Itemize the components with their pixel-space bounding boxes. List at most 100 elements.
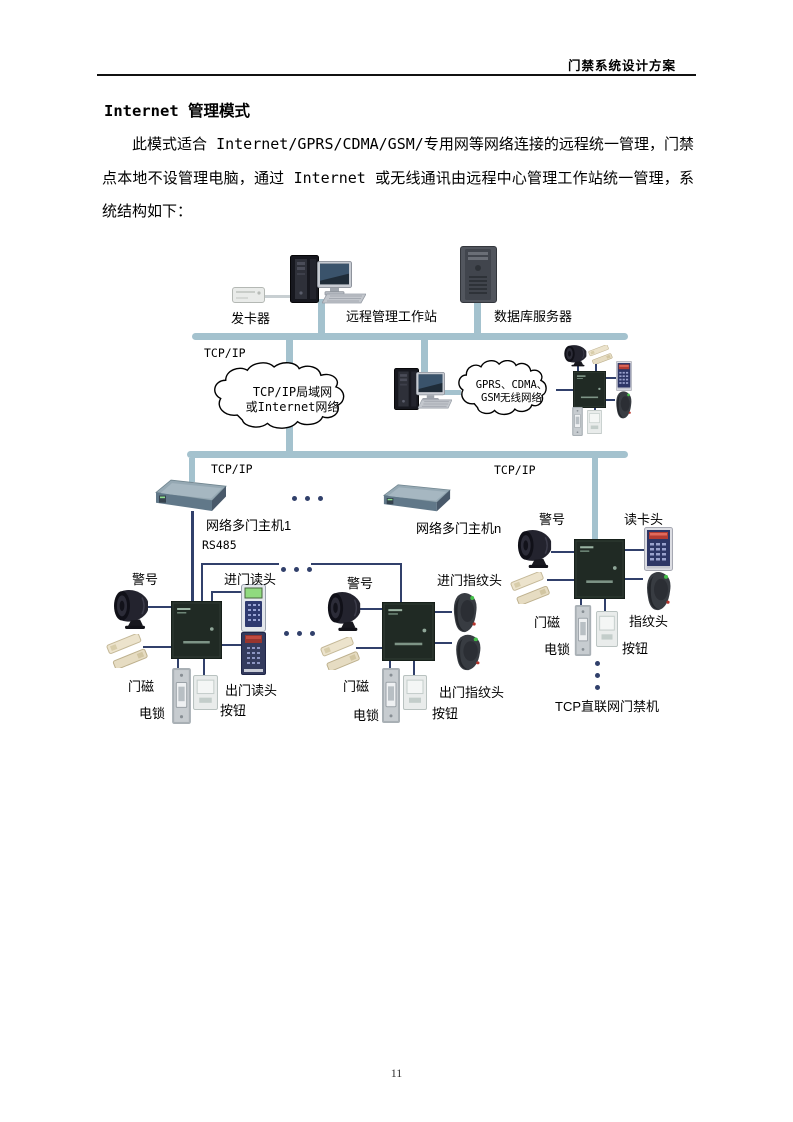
exit-button-image	[403, 675, 427, 710]
pc-to-cloud-line	[442, 390, 461, 395]
connector-line	[222, 644, 242, 646]
cloud-label: GSM无线网络	[481, 392, 542, 404]
label-entry-reader: 进门读头	[224, 572, 277, 587]
label-door-magnet: 门磁	[128, 679, 155, 694]
connector-line	[625, 578, 643, 580]
connector-line	[604, 399, 615, 401]
label-entry-fingerprint: 进门指纹头	[437, 573, 503, 588]
fingerprint-reader-image	[613, 390, 633, 419]
label-card-issuer: 发卡器	[231, 311, 271, 326]
ellipsis-dots	[281, 559, 320, 577]
connector-line	[201, 563, 279, 565]
connector-line	[625, 549, 645, 551]
label-button: 按钮	[220, 703, 247, 718]
connector-line	[211, 591, 242, 593]
label-alarm: 警号	[539, 512, 566, 527]
doc-title: 门禁系统设计方案	[567, 59, 676, 73]
label-tcp-direct-controller: TCP直联网门禁机	[555, 699, 660, 714]
fingerprint-reader-image	[642, 570, 673, 611]
controller-image	[574, 539, 625, 599]
connector-line	[201, 563, 203, 602]
page-number: 11	[390, 1066, 403, 1080]
database-server-image	[460, 246, 497, 303]
connector-line	[413, 660, 415, 677]
label-tcpip-left: TCP/IP	[211, 462, 253, 476]
label-db-server: 数据库服务器	[494, 309, 573, 324]
cloud-label: 或Internet网络	[245, 400, 340, 414]
connector-line	[547, 579, 575, 581]
label-door-magnet: 门磁	[343, 679, 370, 694]
label-hostn: 网络多门主机n	[416, 521, 502, 536]
ellipsis-dots	[292, 488, 331, 506]
connector-line	[359, 608, 383, 610]
label-alarm: 警号	[347, 576, 374, 591]
workstation-tower-image	[290, 255, 319, 303]
connector-line	[311, 563, 402, 565]
connector-line	[147, 606, 172, 608]
alarm-horn-image	[516, 528, 555, 569]
exit-button-image	[596, 611, 618, 647]
rs485-line	[191, 511, 194, 602]
alarm-horn-image	[112, 588, 152, 630]
alarm-horn-image	[326, 590, 364, 632]
lan-internet-cloud: TCP/IP局域网 或Internet网络	[209, 362, 376, 435]
bus-drop-line	[189, 458, 195, 482]
workstation-monitor-image	[317, 261, 352, 297]
label-button: 按钮	[432, 706, 459, 721]
connector-line	[604, 598, 606, 613]
alarm-horn-image	[563, 344, 589, 367]
door-magnet-image	[106, 634, 150, 668]
card-issuer-image	[232, 287, 265, 303]
tcpip-bus-top	[192, 333, 628, 340]
bus-drop-line	[592, 458, 598, 542]
ellipsis-dots-vertical	[595, 661, 600, 697]
label-exit-fingerprint: 出门指纹头	[439, 685, 505, 700]
connector-line	[551, 551, 575, 553]
bus-drop-line	[286, 340, 293, 368]
connector-line	[356, 647, 383, 649]
bus-drop-line	[474, 300, 481, 333]
card-reader-image	[644, 527, 673, 571]
connector-line	[143, 646, 172, 648]
entry-fingerprint-image	[449, 591, 479, 633]
electric-lock-image	[573, 605, 593, 656]
exit-button-image	[587, 410, 602, 434]
cloud-label: TCP/IP局域网	[252, 385, 333, 399]
label-host1: 网络多门主机1	[206, 518, 292, 533]
section-heading: Internet 管理模式	[104, 102, 250, 120]
bus-drop-line	[421, 340, 428, 375]
exit-fingerprint-image	[451, 633, 483, 671]
card-reader-image	[616, 361, 632, 391]
connector-line	[389, 660, 391, 670]
electric-lock-image	[571, 407, 584, 436]
connector-line	[580, 598, 582, 607]
label-tcpip-right: TCP/IP	[494, 463, 536, 477]
electric-lock-image	[380, 668, 402, 723]
header-rule	[97, 74, 696, 76]
connector-line	[203, 658, 205, 677]
connector-line	[435, 611, 452, 613]
label-tcpip-top: TCP/IP	[204, 346, 246, 360]
tcpip-bus-bottom	[187, 451, 628, 458]
issuer-cable-line	[264, 295, 291, 298]
label-lock: 电锁	[139, 706, 166, 721]
label-workstation: 远程管理工作站	[346, 309, 438, 324]
label-lock: 电锁	[353, 708, 380, 723]
connector-line	[177, 658, 179, 670]
bus-drop-line	[318, 299, 325, 333]
exit-reader-image	[241, 632, 266, 675]
label-lock: 电锁	[544, 642, 571, 657]
network-host-n-image	[382, 483, 452, 513]
label-fingerprint: 指纹头	[629, 614, 669, 629]
label-door-magnet: 门磁	[534, 615, 561, 630]
electric-lock-image	[170, 668, 193, 724]
connector-line	[211, 591, 213, 602]
body-paragraph: 此模式适合 Internet/GPRS/CDMA/GSM/专用网等网络连接的远程…	[102, 135, 694, 221]
connector-line	[400, 563, 402, 603]
connector-line	[595, 362, 597, 372]
label-rs485: RS485	[202, 538, 237, 552]
bus-drop-line	[286, 426, 293, 451]
network-host-1-image	[154, 478, 228, 513]
